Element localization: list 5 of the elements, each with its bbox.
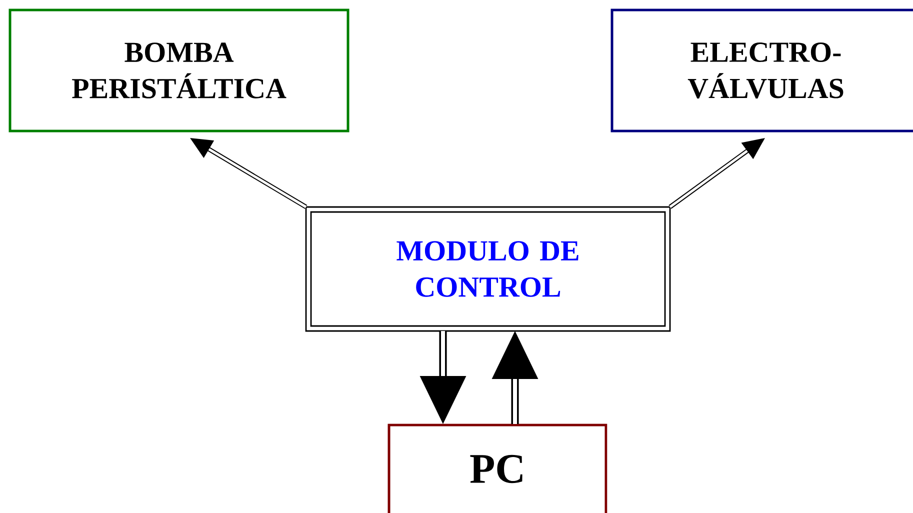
control-box: MODULO DE CONTROL bbox=[305, 206, 671, 332]
process-box: ELECTRO- VÁLVULAS bbox=[610, 8, 913, 132]
arrow bbox=[668, 138, 765, 209]
process-box: PC bbox=[388, 424, 608, 513]
process-box: BOMBA PERISTÁLTICA bbox=[8, 8, 350, 132]
